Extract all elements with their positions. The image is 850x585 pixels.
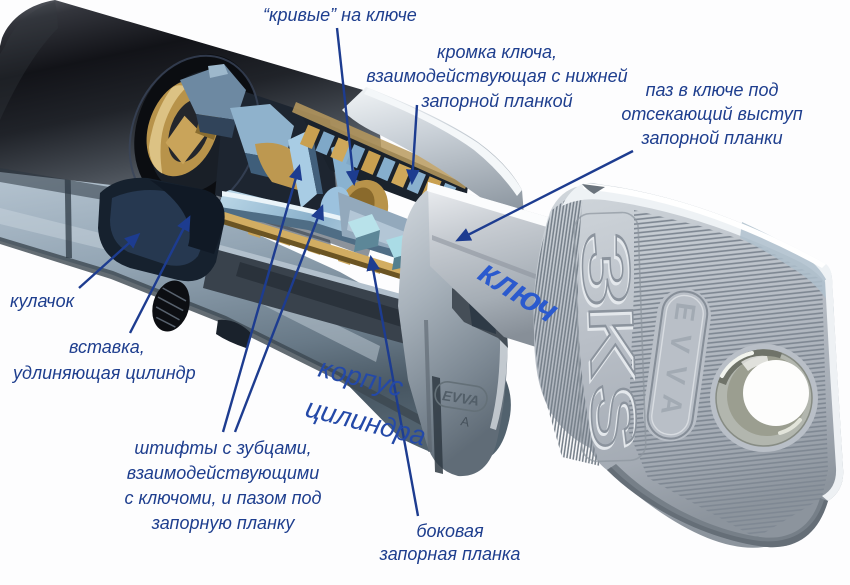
svg-text:боковая: боковая [416,521,484,541]
svg-text:взаимодействующая с нижней: взаимодействующая с нижней [366,66,627,86]
svg-text:S: S [576,384,649,452]
svg-text:с ключоми, и пазом под: с ключоми, и пазом под [125,488,322,508]
svg-text:K: K [575,305,648,381]
svg-text:отсекающий выступ: отсекающий выступ [621,104,802,124]
svg-text:взаимодействующими: взаимодействующими [127,463,320,483]
svg-text:запорную планку: запорную планку [151,513,296,533]
svg-text:паз в ключе под: паз в ключе под [646,80,779,100]
svg-text:K: K [576,303,649,379]
svg-text:кромка ключа,: кромка ключа, [437,42,557,62]
svg-text:вставка,: вставка, [69,337,145,357]
svg-text:A: A [459,413,471,430]
svg-text:3: 3 [567,232,645,311]
svg-text:3: 3 [568,230,646,309]
svg-text:удлиняющая цилиндр: удлиняющая цилиндр [11,363,196,383]
svg-text:запорная планка: запорная планка [379,544,521,564]
svg-text:S: S [577,382,650,450]
svg-text:штифты с зубцами,: штифты с зубцами, [134,438,311,458]
svg-text:“кривые” на ключе: “кривые” на ключе [263,5,417,25]
svg-text:запорной планки: запорной планки [640,128,782,148]
svg-text:запорной планкой: запорной планкой [420,91,572,111]
svg-text:кулачок: кулачок [10,291,76,311]
svg-text:EVVA: EVVA [441,387,480,409]
